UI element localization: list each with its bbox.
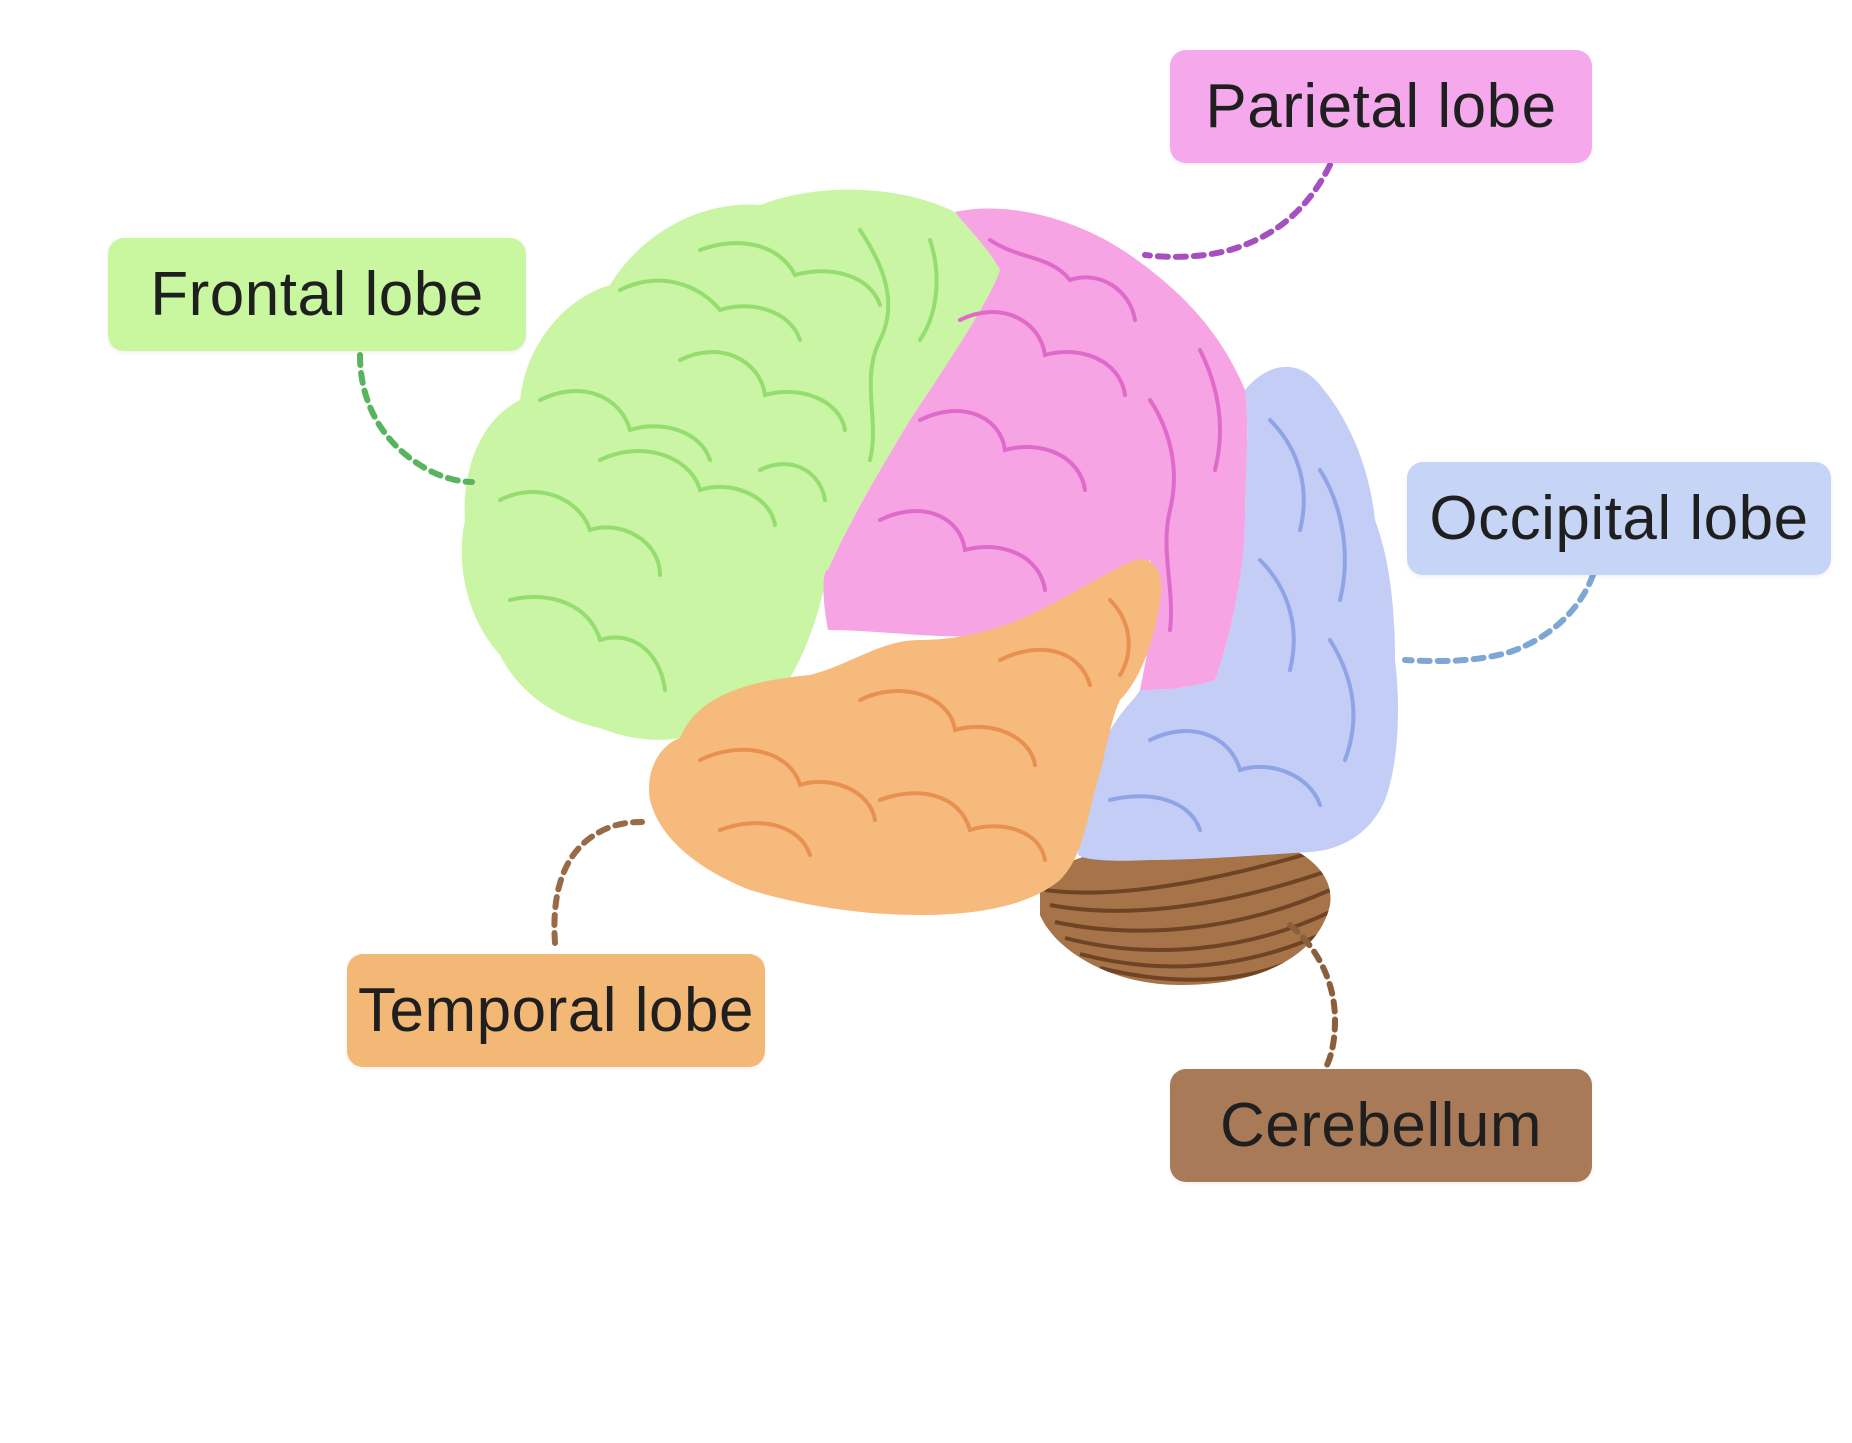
connector-parietal — [1142, 162, 1333, 260]
frontal-lobe-shape — [461, 189, 1000, 740]
connector-frontal — [357, 352, 475, 485]
parietal-lobe-gyri — [878, 238, 1222, 632]
connector-temporal — [551, 819, 645, 946]
temporal-lobe-label: Temporal lobe — [347, 954, 765, 1067]
frontal-lobe-region — [461, 189, 1000, 740]
connector-cerebellum — [1287, 922, 1339, 1072]
occipital-lobe-region — [1078, 366, 1398, 861]
parietal-lobe-shape — [823, 208, 1248, 691]
cerebellum-label: Cerebellum — [1170, 1069, 1592, 1182]
occipital-lobe-label: Occipital lobe — [1407, 462, 1831, 575]
cerebellum-folds — [1044, 848, 1331, 982]
cerebellum-region — [1040, 834, 1331, 985]
connectors — [357, 162, 1596, 1072]
connector-occipital — [1402, 572, 1596, 665]
occipital-lobe-gyri — [1108, 418, 1356, 832]
temporal-lobe-region — [649, 559, 1162, 915]
frontal-lobe-gyri — [498, 228, 939, 692]
temporal-lobe-gyri — [698, 598, 1131, 862]
parietal-lobe-label: Parietal lobe — [1170, 50, 1592, 163]
frontal-lobe-label: Frontal lobe — [108, 238, 526, 351]
parietal-lobe-region — [823, 208, 1248, 691]
